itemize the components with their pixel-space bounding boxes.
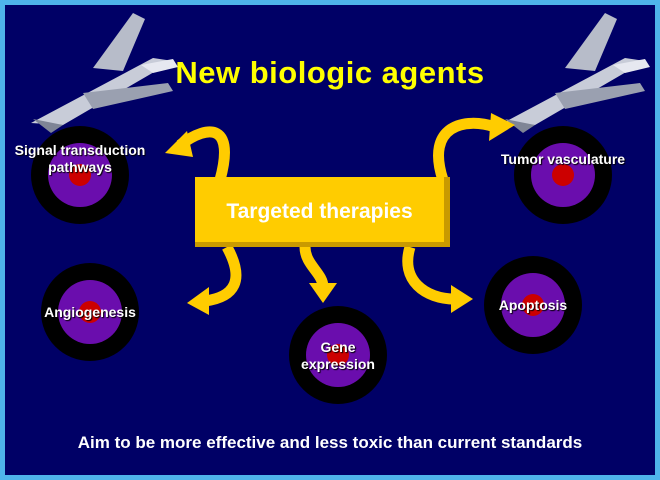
curved-arrow-icon-to-signal: [176, 126, 230, 182]
target-icon: [41, 263, 139, 361]
curved-arrow-icon-to-apoptosis: [402, 245, 456, 305]
target-tumor-vasculature: Tumor vasculature: [501, 125, 625, 225]
center-label: Targeted therapies: [226, 200, 413, 223]
arrowhead-signal: [165, 131, 193, 157]
arrowhead-angio: [187, 287, 209, 315]
target-label-gene: Gene expression: [301, 339, 375, 372]
target-signal-transduction: Signal transduction pathways: [15, 125, 145, 225]
fighter-jet-icon-left: [31, 13, 178, 133]
curved-arrow-icon-to-angio: [204, 244, 242, 307]
target-label-apoptosis: Apoptosis: [498, 297, 568, 313]
arrowhead-apoptosis: [451, 285, 473, 313]
target-label-tumor: Tumor vasculature: [500, 151, 626, 167]
target-icon: [514, 126, 612, 224]
target-label-angio: Angiogenesis: [44, 304, 136, 320]
footer-text: Aim to be more effective and less toxic …: [77, 433, 583, 452]
targeted-therapies-box: Targeted therapies: [195, 177, 450, 247]
arrowhead-tumor: [489, 113, 515, 141]
target-gene-expression: Gene expression: [288, 305, 388, 405]
jets-layer: [31, 13, 650, 133]
slide: New biologic agents Targeted therapies S…: [5, 5, 655, 475]
arrows-layer: [165, 113, 515, 315]
target-angiogenesis: Angiogenesis: [40, 262, 140, 362]
target-icon: [484, 256, 582, 354]
curved-arrow-icon-to-tumor: [433, 117, 497, 182]
target-icon: [289, 306, 387, 404]
slide-title: New biologic agents: [175, 55, 485, 90]
target-label-signal: Signal transduction pathways: [14, 142, 146, 175]
curved-arrow-icon-to-gene: [299, 246, 329, 288]
target-apoptosis: Apoptosis: [483, 255, 583, 355]
target-icon: [31, 126, 129, 224]
arrowhead-gene: [309, 283, 337, 303]
fighter-jet-icon-right: [503, 13, 650, 133]
